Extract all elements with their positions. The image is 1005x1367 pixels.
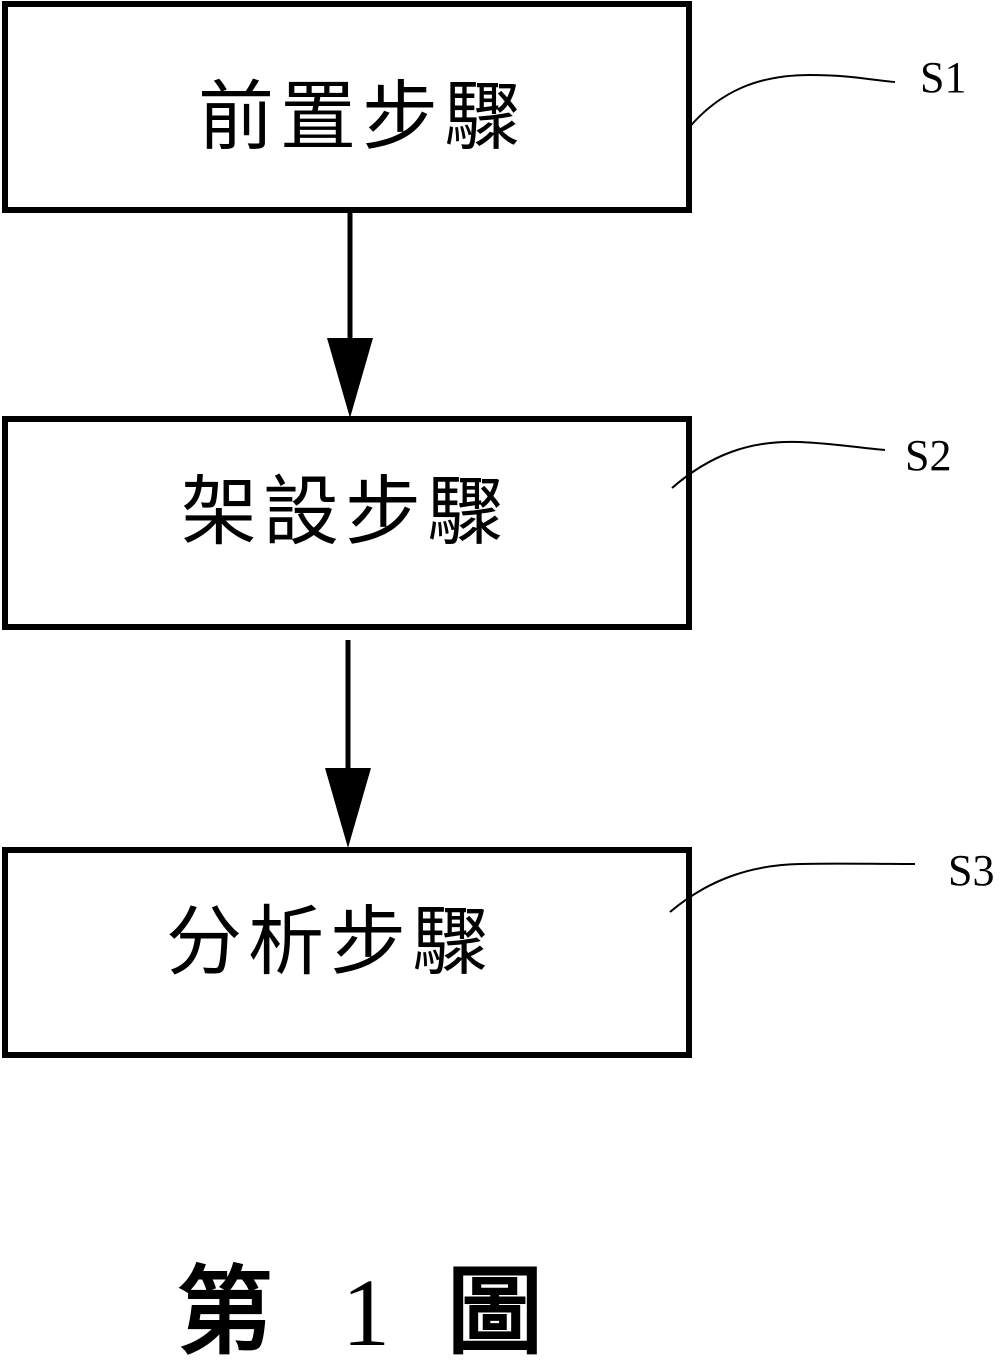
step-label-s1: 前置步驟 <box>198 72 526 161</box>
step-box-s2: 架設步驟 <box>2 416 692 630</box>
step-box-s3: 分析步驟 <box>2 847 692 1058</box>
leader-line-s1 <box>686 73 896 131</box>
step-label-s3: 分析步驟 <box>166 897 494 986</box>
step-box-s1: 前置步驟 <box>2 1 692 213</box>
ref-label-s2: S2 <box>905 431 951 480</box>
arrow-s2-to-s3 <box>325 640 371 848</box>
leader-line-s2 <box>671 440 886 489</box>
leader-line-s3 <box>669 862 916 913</box>
ref-label-s1: S1 <box>920 53 966 102</box>
arrow-s1-to-s2 <box>327 210 373 418</box>
step-label-s2: 架設步驟 <box>181 467 509 556</box>
caption-suffix: 圖 <box>447 1255 543 1367</box>
ref-label-s3: S3 <box>948 846 994 895</box>
caption-prefix: 第 <box>177 1255 273 1367</box>
figure-caption: 第 1 圖 <box>177 1255 543 1367</box>
caption-number: 1 <box>342 1259 390 1366</box>
